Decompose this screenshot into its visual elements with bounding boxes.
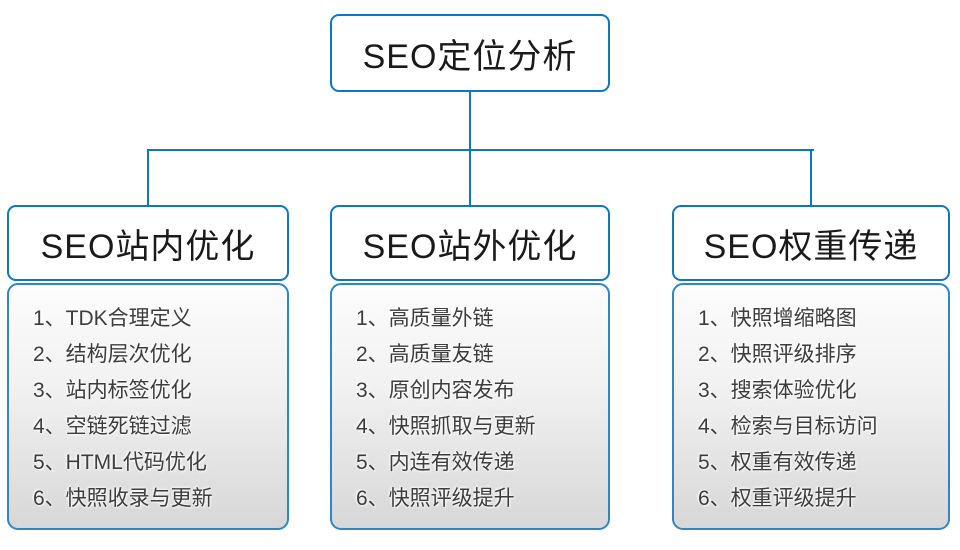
list-item: 1、TDK合理定义 [33,307,192,330]
connector-drop-right [810,149,812,207]
list-item: 2、结构层次优化 [33,343,192,366]
column-offsite-header: SEO站外优化 [330,205,610,281]
list-item: 6、权重评级提升 [698,487,857,510]
column-weight-list: 1、快照增缩略图 2、快照评级排序 3、搜索体验优化 4、检索与目标访问 5、权… [672,283,950,530]
column-onsite-header: SEO站内优化 [7,205,289,281]
list-item: 6、快照评级提升 [356,487,515,510]
connector-root-stem [469,91,471,151]
root-node: SEO定位分析 [330,14,610,92]
column-weight-header: SEO权重传递 [672,205,950,281]
column-onsite-optimization: SEO站内优化 1、TDK合理定义 2、结构层次优化 3、站内标签优化 4、空链… [7,205,289,530]
list-item: 3、搜索体验优化 [698,379,857,402]
column-offsite-title: SEO站外优化 [362,227,578,266]
list-item: 1、快照增缩略图 [698,307,857,330]
list-item: 5、HTML代码优化 [33,451,207,474]
column-weight-title: SEO权重传递 [703,227,919,266]
list-item: 5、权重有效传递 [698,451,857,474]
column-offsite-list: 1、高质量外链 2、高质量友链 3、原创内容发布 4、快照抓取与更新 5、内连有… [330,283,610,530]
list-item: 4、空链死链过滤 [33,415,192,438]
connector-drop-left [147,149,149,207]
list-item: 4、检索与目标访问 [698,415,878,438]
list-item: 5、内连有效传递 [356,451,515,474]
connector-drop-middle [469,149,471,207]
list-item: 3、站内标签优化 [33,379,192,402]
list-item: 2、高质量友链 [356,343,494,366]
list-item: 6、快照收录与更新 [33,487,213,510]
connector-horizontal-bar [147,149,814,151]
column-weight-transfer: SEO权重传递 1、快照增缩略图 2、快照评级排序 3、搜索体验优化 4、检索与… [672,205,950,530]
list-item: 1、高质量外链 [356,307,494,330]
list-item: 2、快照评级排序 [698,343,857,366]
list-item: 4、快照抓取与更新 [356,415,536,438]
list-item: 3、原创内容发布 [356,379,515,402]
column-onsite-title: SEO站内优化 [40,227,256,266]
column-offsite-optimization: SEO站外优化 1、高质量外链 2、高质量友链 3、原创内容发布 4、快照抓取与… [330,205,610,530]
root-node-label: SEO定位分析 [362,37,578,76]
column-onsite-list: 1、TDK合理定义 2、结构层次优化 3、站内标签优化 4、空链死链过滤 5、H… [7,283,289,530]
